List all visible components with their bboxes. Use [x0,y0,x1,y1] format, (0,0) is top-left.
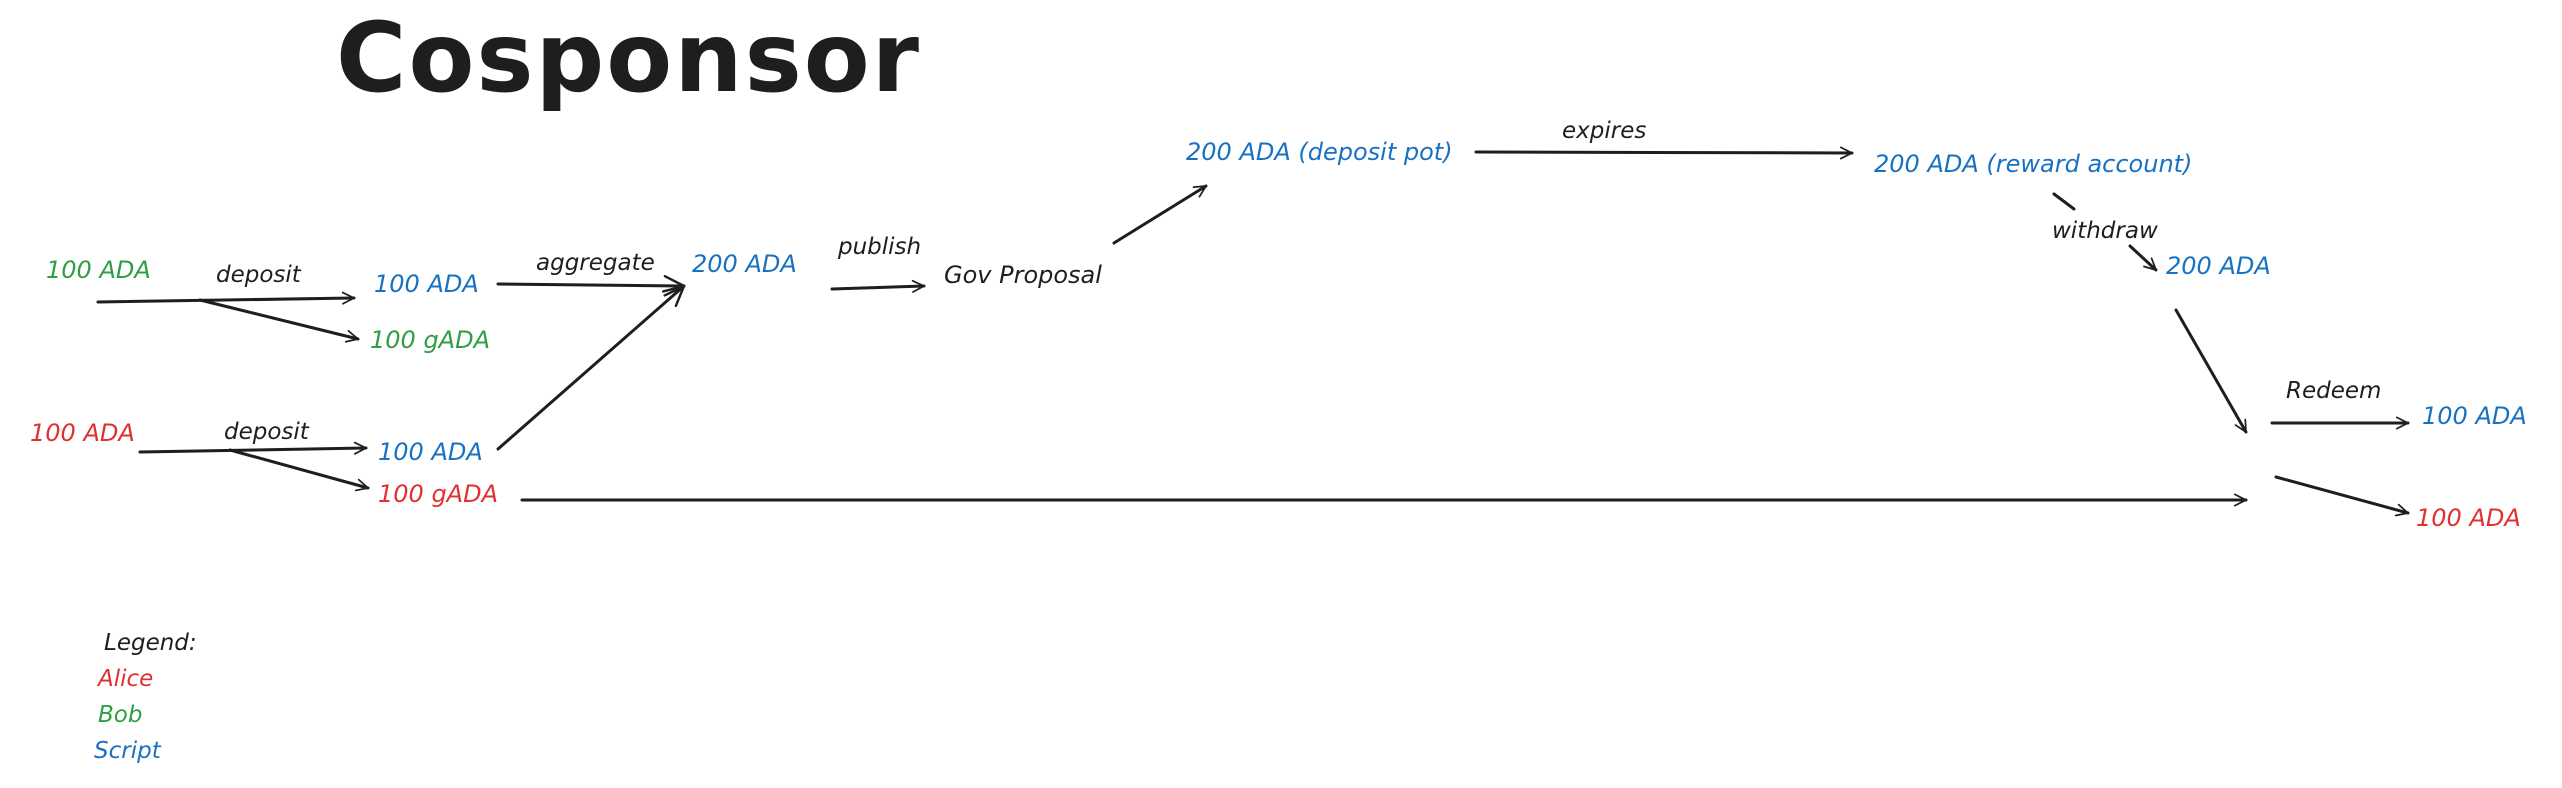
arrow-bob-deposit-script [96,291,356,305]
arrow-redeem-alice [2274,475,2410,517]
edge-label-withdraw: withdraw [2052,218,2158,244]
arrow-expires [1474,146,1854,160]
reward-account: 200 ADA (reward account) [1874,150,2193,178]
legend-item-alice: Alice [98,666,154,692]
withdrawn-amount: 200 ADA [2166,252,2271,280]
gov-proposal: Gov Proposal [944,261,1102,289]
legend-heading: Legend: [104,630,197,656]
alice-start-amount: 100 ADA [30,419,135,447]
arrow-aggregate-alice [496,284,686,451]
diagram-title: Cosponsor [336,2,921,114]
arrow-alice-deposit-script [138,441,368,455]
edge-label-deposit-alice: deposit [224,419,309,445]
bob-start-amount: 100 ADA [46,256,151,284]
legend-item-bob: Bob [98,702,143,728]
alice-script-deposit: 100 ADA [378,438,483,466]
deposit-pot: 200 ADA (deposit pot) [1186,138,1453,166]
arrow-alice-deposit-gada [228,448,370,492]
arrow-publish [830,279,926,293]
bob-script-deposit: 100 ADA [374,270,479,298]
arrow-aggregate-bob [496,274,686,297]
arrow-withdraw [2128,244,2158,272]
edge-label-aggregate: aggregate [536,250,655,276]
legend-item-script: Script [94,738,161,764]
arrow-to-redeem [2174,308,2248,434]
arrow-proposal-deposit-pot [1112,184,1208,245]
bob-gada: 100 gADA [370,326,490,354]
edge-label-deposit-bob: deposit [216,262,301,288]
redeem-alice-amount: 100 ADA [2416,504,2521,532]
redeem-script-amount: 100 ADA [2422,402,2527,430]
edge-label-redeem: Redeem [2286,378,2382,404]
arrow-bob-deposit-gada [198,298,360,343]
edge-label-expires: expires [1562,118,1647,144]
aggregate-total: 200 ADA [692,250,797,278]
alice-gada: 100 gADA [378,480,498,508]
arrow-withdraw-top [2052,192,2076,211]
edge-label-publish: publish [838,234,922,260]
